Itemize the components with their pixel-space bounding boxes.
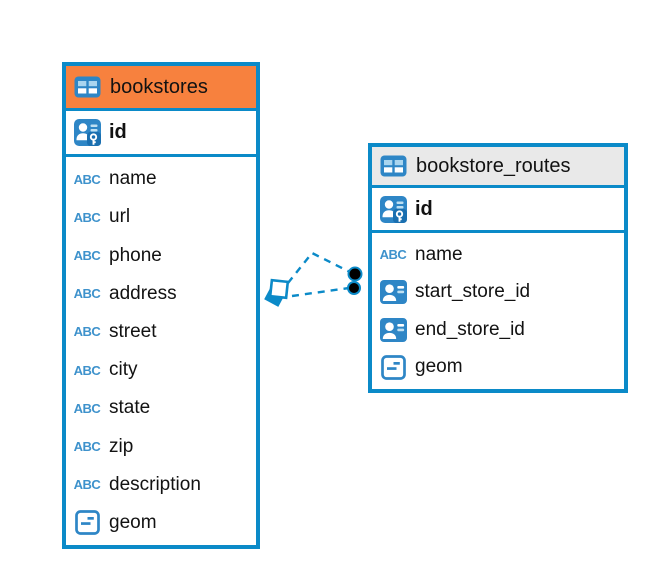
primary-key-label: id [415, 197, 433, 220]
column-row-id[interactable]: id [66, 111, 256, 157]
column-list: ABC name start_store_id [372, 233, 624, 389]
column-row[interactable]: ABC description [73, 473, 201, 495]
primary-key-label: id [109, 121, 127, 143]
column-row[interactable]: geom [66, 504, 256, 542]
primary-key-icon [379, 195, 407, 223]
text-type-icon: ABC [73, 248, 101, 263]
column-row[interactable]: ABC name [73, 168, 157, 190]
table-bookstore-routes-header[interactable]: bookstore_routes [372, 147, 624, 188]
column-row[interactable]: ABC address [73, 282, 177, 304]
text-type-icon: ABC [73, 209, 101, 225]
dot-end-decorators[interactable] [347, 266, 363, 295]
text-type-icon: ABC [73, 400, 101, 416]
column-row[interactable]: geom [372, 349, 624, 387]
text-type-icon: ABC [73, 171, 101, 187]
column-row[interactable]: start_store_id [372, 274, 624, 312]
column-list: ABC name ABC url ABC phone ABC address A… [66, 157, 256, 545]
table-bookstore-routes[interactable]: bookstore_routes id ABC name [368, 143, 628, 393]
table-bookstores-header[interactable]: bookstores [66, 66, 256, 111]
text-type-icon: ABC [73, 439, 101, 455]
column-row[interactable]: ABC state [73, 397, 151, 419]
relation-line-lower[interactable] [291, 286, 350, 298]
relation-line-upper[interactable] [287, 251, 353, 284]
diamond-end-decorator[interactable] [264, 278, 290, 307]
column-row[interactable]: ABC phone [73, 244, 162, 266]
table-bookstores[interactable]: bookstores id ABC name [62, 62, 260, 549]
geometry-type-icon [379, 354, 407, 380]
table-title: bookstores [110, 75, 208, 98]
text-type-icon: ABC [73, 477, 101, 493]
table-icon [73, 76, 101, 98]
column-row[interactable]: end_store_id [372, 311, 624, 349]
text-type-icon: ABC [379, 247, 407, 263]
column-row[interactable]: ABC street [73, 320, 157, 342]
primary-key-icon [73, 119, 101, 146]
column-row[interactable]: ABC url [73, 206, 131, 228]
column-row[interactable]: ABC name [379, 243, 463, 265]
column-row[interactable]: ABC zip [73, 435, 134, 457]
reference-icon [379, 280, 407, 305]
text-type-icon: ABC [73, 286, 101, 302]
table-icon [379, 155, 407, 177]
column-row[interactable]: ABC city [73, 359, 138, 381]
reference-icon [379, 317, 407, 342]
text-type-icon: ABC [73, 324, 101, 340]
table-title: bookstore_routes [416, 154, 571, 177]
column-row-id[interactable]: id [372, 188, 624, 233]
relationship-connector[interactable] [250, 240, 380, 320]
text-type-icon: ABC [73, 362, 101, 378]
geometry-type-icon [73, 510, 101, 536]
